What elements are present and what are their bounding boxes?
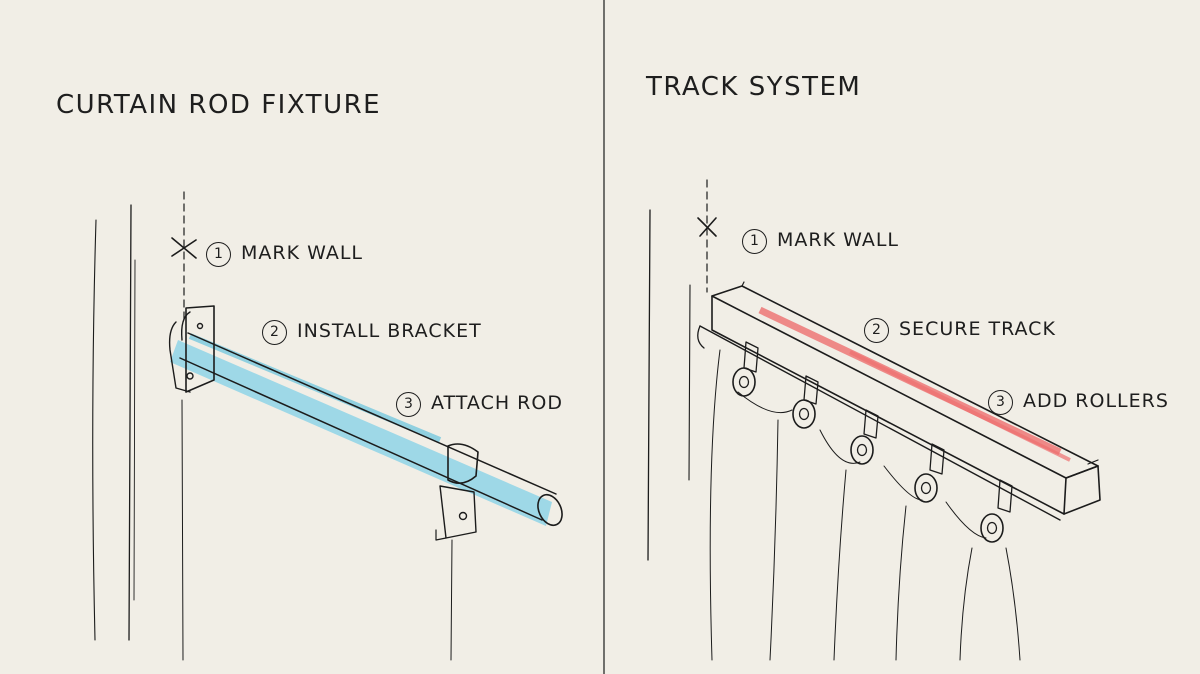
step-text: ATTACH ROD [431,392,563,414]
roller [850,409,879,465]
step-number: 2 [864,318,889,343]
step-number: 1 [742,229,767,254]
left-step-3: 3 ATTACH ROD [396,392,563,417]
step-number: 3 [988,390,1013,415]
step-number: 3 [396,392,421,417]
curtain-track [711,281,1101,515]
track-highlight [758,306,1071,462]
roller [914,443,945,503]
left-panel-title: CURTAIN ROD FIXTURE [56,90,382,120]
left-mark-wall-guide [171,191,197,321]
track-rollers [732,341,1013,543]
roller [980,479,1013,543]
step-number: 2 [262,320,287,345]
right-mark-wall-guide [697,179,717,293]
left-wall-sketch [92,204,136,641]
right-step-3: 3 ADD ROLLERS [988,390,1169,415]
left-curtain-lines [181,399,453,661]
step-number: 1 [206,242,231,267]
curtain-rod [179,332,563,527]
left-bracket [168,305,215,393]
right-wall-sketch [647,209,691,561]
left-step-2: 2 INSTALL BRACKET [262,320,482,345]
step-text: ADD ROLLERS [1023,390,1169,412]
step-text: MARK WALL [777,229,900,251]
rod-highlight [170,333,552,526]
right-step-1: 1 MARK WALL [742,229,899,254]
roller [732,341,759,397]
step-text: MARK WALL [241,242,364,264]
right-curtain-folds [709,349,1021,661]
step-text: INSTALL BRACKET [297,320,482,342]
left-step-1: 1 MARK WALL [206,242,363,267]
right-bracket [435,443,479,541]
right-panel-title: TRACK SYSTEM [646,72,862,102]
step-text: SECURE TRACK [899,318,1056,340]
roller [792,375,819,429]
right-step-2: 2 SECURE TRACK [864,318,1056,343]
